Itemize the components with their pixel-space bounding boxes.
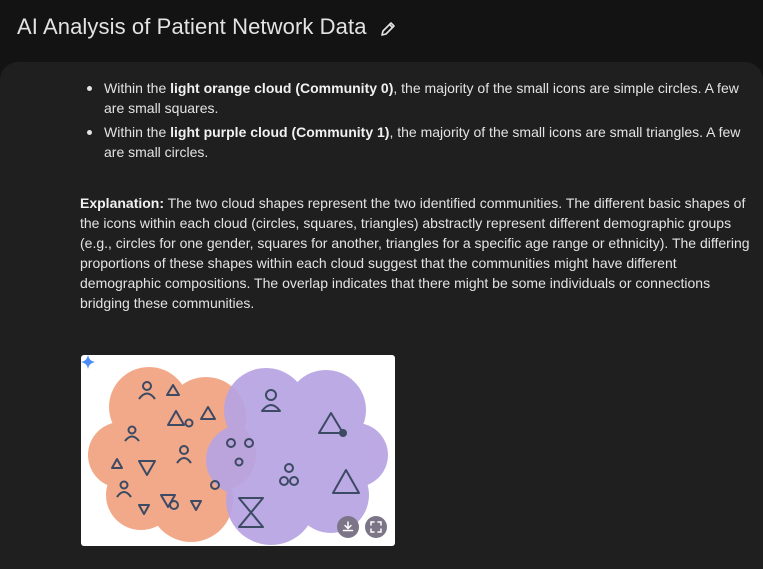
bullet-text: Within the bbox=[104, 124, 171, 140]
generated-image[interactable] bbox=[81, 355, 395, 546]
bullet-bold-text: light orange cloud (Community 0) bbox=[170, 80, 394, 96]
bullet-bold-text: light purple cloud (Community 1) bbox=[170, 124, 390, 140]
bullet-text: , the majority of the small icons are si… bbox=[104, 80, 739, 116]
download-button[interactable] bbox=[337, 516, 359, 538]
bullet-text: , the majority of the small icons are sm… bbox=[104, 124, 741, 160]
list-item: Within the light purple cloud (Community… bbox=[86, 122, 756, 162]
pencil-icon[interactable] bbox=[378, 19, 398, 39]
bullet-text: Within the bbox=[104, 80, 171, 96]
person-icon bbox=[138, 381, 156, 400]
fullscreen-button[interactable] bbox=[365, 516, 387, 538]
bullet-list: Within the light orange cloud (Community… bbox=[86, 78, 756, 166]
purple-cloud bbox=[206, 368, 388, 545]
sparkle-icon bbox=[81, 355, 95, 369]
explanation-paragraph: Explanation: The two cloud shapes repres… bbox=[80, 193, 752, 313]
fullscreen-icon bbox=[370, 521, 382, 533]
person-icon bbox=[261, 389, 281, 412]
person-icon bbox=[176, 445, 192, 464]
person-icon bbox=[124, 425, 140, 442]
community-clouds-illustration bbox=[88, 367, 388, 545]
header: AI Analysis of Patient Network Data bbox=[0, 0, 763, 60]
explanation-text: The two cloud shapes represent the two i… bbox=[80, 195, 750, 311]
page-title: AI Analysis of Patient Network Data bbox=[17, 14, 367, 39]
list-item: Within the light orange cloud (Community… bbox=[86, 78, 756, 118]
explanation-label: Explanation: bbox=[80, 195, 165, 211]
demographic-icons bbox=[111, 381, 360, 528]
download-icon bbox=[342, 521, 354, 532]
person-icon bbox=[116, 480, 132, 498]
